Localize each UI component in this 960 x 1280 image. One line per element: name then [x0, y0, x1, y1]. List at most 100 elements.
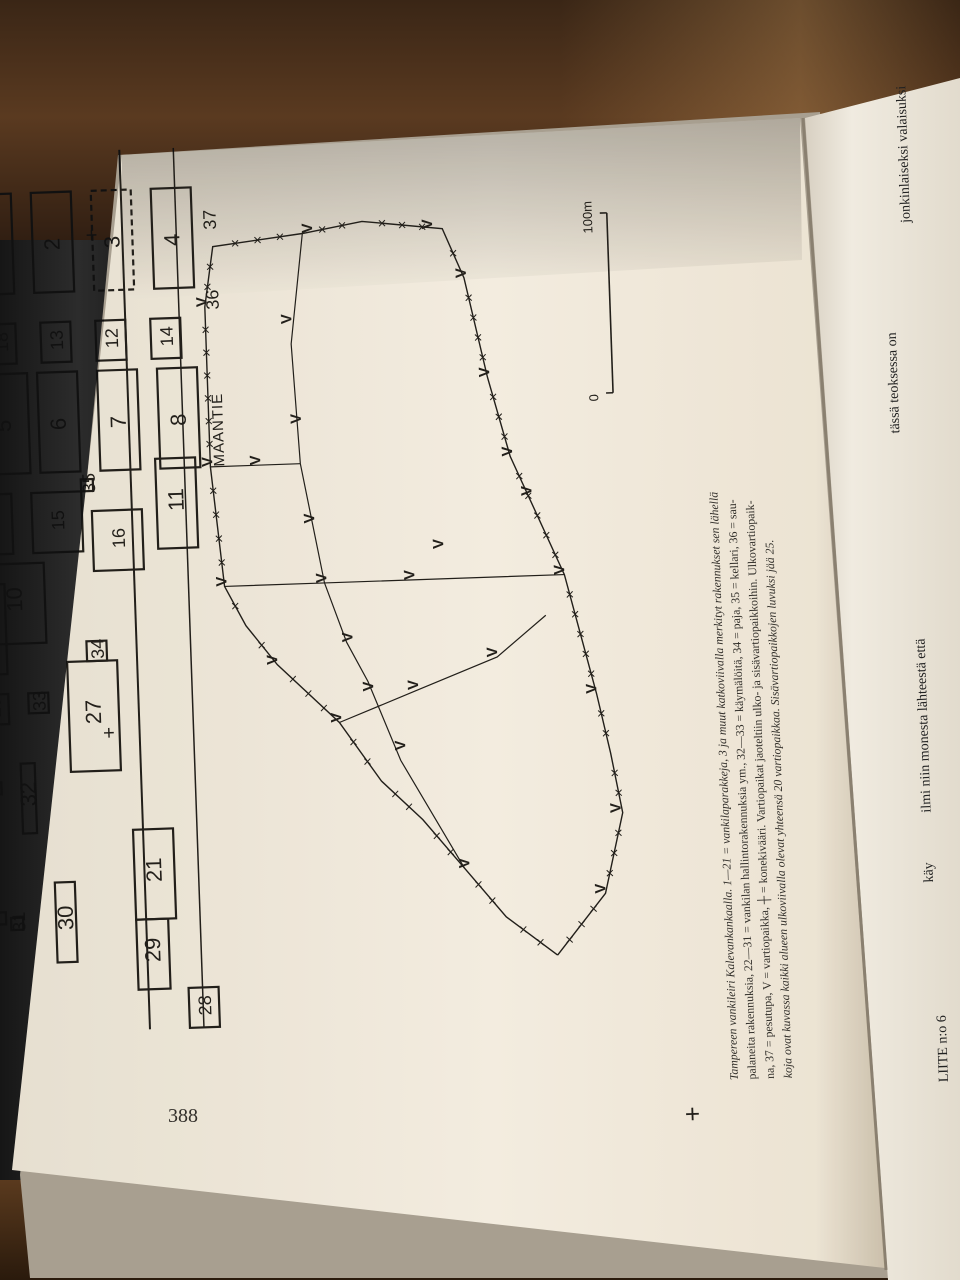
guard-post-icon: V — [551, 564, 568, 575]
building-outline — [39, 320, 73, 364]
building-label: 31 — [9, 911, 30, 932]
right-page-line: käy — [921, 862, 937, 883]
building-26: 26 — [0, 781, 3, 799]
building-label: 27 — [80, 699, 106, 724]
right-page-text: LIITE n:o 6 tässä teoksessa on ilmi niin… — [885, 85, 952, 1082]
building-30: 30 — [53, 880, 79, 964]
fence-mark — [418, 223, 426, 231]
building-15: 15 — [30, 490, 85, 555]
guard-post-icon: V — [288, 414, 305, 425]
warm-light-overlay — [12, 118, 885, 1268]
building-outline — [95, 368, 142, 472]
building-37: 37 — [199, 209, 220, 230]
left-page — [12, 118, 885, 1268]
building-label: 21 — [141, 857, 167, 882]
fence-mark — [289, 675, 297, 683]
guard-post-icon: V — [328, 712, 345, 723]
fence-mark — [542, 531, 550, 539]
fence-mark — [349, 738, 357, 746]
building-label: 18 — [0, 332, 12, 353]
building-17: 17 — [0, 492, 15, 558]
fence-mark — [566, 936, 574, 943]
guard-post-icon: V — [213, 576, 230, 587]
building-label: 15 — [48, 510, 69, 531]
building-label: 30 — [53, 905, 79, 930]
building-label: 29 — [140, 937, 166, 962]
fence-mark — [204, 283, 211, 291]
building-outline — [0, 192, 16, 297]
inner-fence-a — [323, 582, 466, 869]
guard-post-icon: V — [199, 457, 216, 468]
fence-mark — [398, 221, 406, 229]
building-label: 10 — [1, 587, 27, 612]
building-label: 36 — [202, 289, 223, 310]
building-5: 5 — [0, 372, 32, 477]
building-outline — [85, 639, 109, 663]
building-label: 32 — [15, 781, 41, 806]
fence-mark — [578, 920, 586, 928]
building-outline — [29, 190, 76, 295]
building-label: 5 — [0, 419, 16, 432]
fence-mark — [488, 897, 496, 904]
building-outline — [30, 490, 85, 555]
inner-fence-e — [210, 463, 301, 468]
building-20: 20 — [0, 692, 11, 727]
scale-zero: 0 — [586, 394, 601, 402]
fence-mark — [202, 349, 210, 356]
building-label: 8 — [166, 413, 191, 426]
scale-max: 100m — [579, 201, 595, 234]
building-outline — [27, 691, 51, 715]
building-13: 13 — [39, 320, 73, 364]
building-label: 2 — [39, 238, 64, 251]
fence-mark — [254, 236, 261, 244]
fence-mark — [433, 832, 441, 840]
fence-mark — [212, 511, 220, 518]
building-14: 14 — [149, 316, 183, 360]
inner-fence-b — [339, 614, 547, 724]
building-outline — [94, 318, 128, 362]
building-label: 33 — [29, 691, 50, 712]
building-label: 6 — [46, 417, 71, 430]
fence-mark — [571, 610, 579, 618]
building-6: 6 — [35, 370, 82, 474]
building-label: 13 — [47, 330, 68, 351]
building-16: 16 — [90, 508, 146, 573]
guard-post-icon: V — [453, 268, 470, 279]
fence-mark — [566, 591, 574, 598]
fence-mark — [475, 881, 482, 888]
fence-mark — [577, 630, 584, 638]
fence-mark — [205, 417, 213, 425]
right-page-line: ilmi niin monesta lähteestä että — [913, 637, 934, 812]
guard-post-icon: V — [278, 314, 295, 325]
book-gutter — [801, 117, 888, 1271]
fence-mark — [606, 869, 614, 877]
building-outline — [153, 456, 200, 550]
machine-gun-icon: + — [81, 229, 103, 241]
right-page — [805, 78, 960, 1280]
building-31: 31 — [9, 911, 30, 932]
building-outline — [0, 492, 15, 558]
guard-post-icon: V — [193, 297, 210, 308]
guard-post-icon: V — [476, 367, 493, 378]
building-1: 1 — [0, 192, 16, 297]
fence-mark — [495, 413, 503, 421]
fence-mark — [519, 926, 527, 933]
building-outline — [0, 582, 9, 677]
fence-mark — [206, 440, 214, 448]
fence-marks — [202, 219, 623, 946]
buildings: 1234567891011121314151617181920212223242… — [0, 186, 223, 1030]
guard-post-icon: V — [299, 223, 316, 234]
building-outline — [53, 880, 79, 964]
fence-mark — [209, 487, 217, 495]
building-label: 1 — [0, 240, 5, 253]
building-outline — [135, 917, 172, 991]
building-9: 9 — [0, 582, 9, 677]
fence-mark — [469, 314, 477, 321]
fence-mark — [587, 670, 595, 677]
fence-mark — [320, 704, 328, 712]
prison-camp-map: MAANTIE 12345678910111213141516171819202… — [0, 147, 625, 1030]
guard-post-icon: V — [313, 573, 330, 584]
building-outline — [149, 186, 196, 290]
fence-mark — [391, 790, 399, 798]
